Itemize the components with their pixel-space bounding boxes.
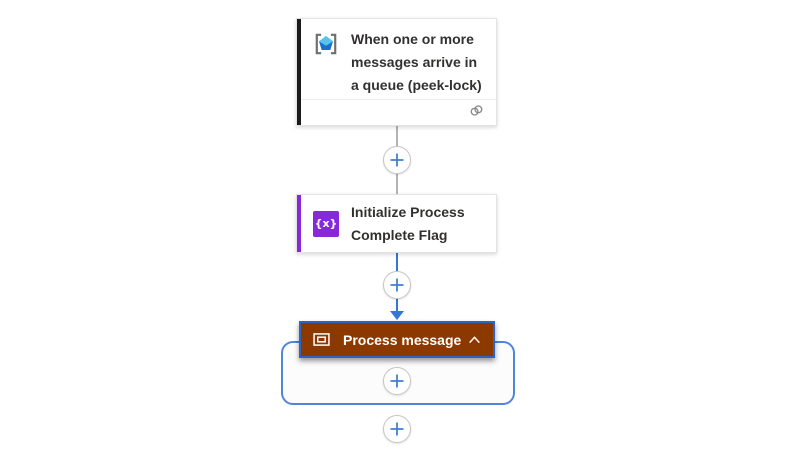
scope-card-process-message[interactable]: Process message bbox=[299, 321, 495, 358]
action-card-initialize-variable[interactable]: {x} Initialize Process Complete Flag bbox=[296, 194, 497, 253]
add-step-button-1[interactable] bbox=[383, 146, 411, 174]
variables-icon: {x} bbox=[313, 210, 339, 237]
trigger-card[interactable]: When one or more messages arrive in a qu… bbox=[296, 18, 497, 126]
add-step-button-2[interactable] bbox=[383, 271, 411, 299]
connector-arrowhead bbox=[390, 311, 404, 320]
connection-icon[interactable] bbox=[469, 103, 484, 123]
plus-icon bbox=[390, 422, 404, 436]
plus-icon bbox=[390, 153, 404, 167]
action-title: Initialize Process Complete Flag bbox=[351, 203, 465, 243]
trigger-accent-bar bbox=[297, 19, 301, 125]
action-accent-bar bbox=[297, 195, 301, 252]
trigger-title: When one or more messages arrive in a qu… bbox=[351, 31, 482, 93]
add-step-button-after-scope[interactable] bbox=[383, 415, 411, 443]
plus-icon bbox=[390, 374, 404, 388]
service-bus-icon bbox=[313, 31, 339, 57]
plus-icon bbox=[390, 278, 404, 292]
trigger-footer bbox=[301, 99, 496, 125]
scope-icon bbox=[313, 333, 330, 346]
add-step-button-inside-scope[interactable] bbox=[383, 367, 411, 395]
chevron-up-icon[interactable] bbox=[468, 335, 481, 344]
scope-title: Process message bbox=[343, 331, 462, 348]
